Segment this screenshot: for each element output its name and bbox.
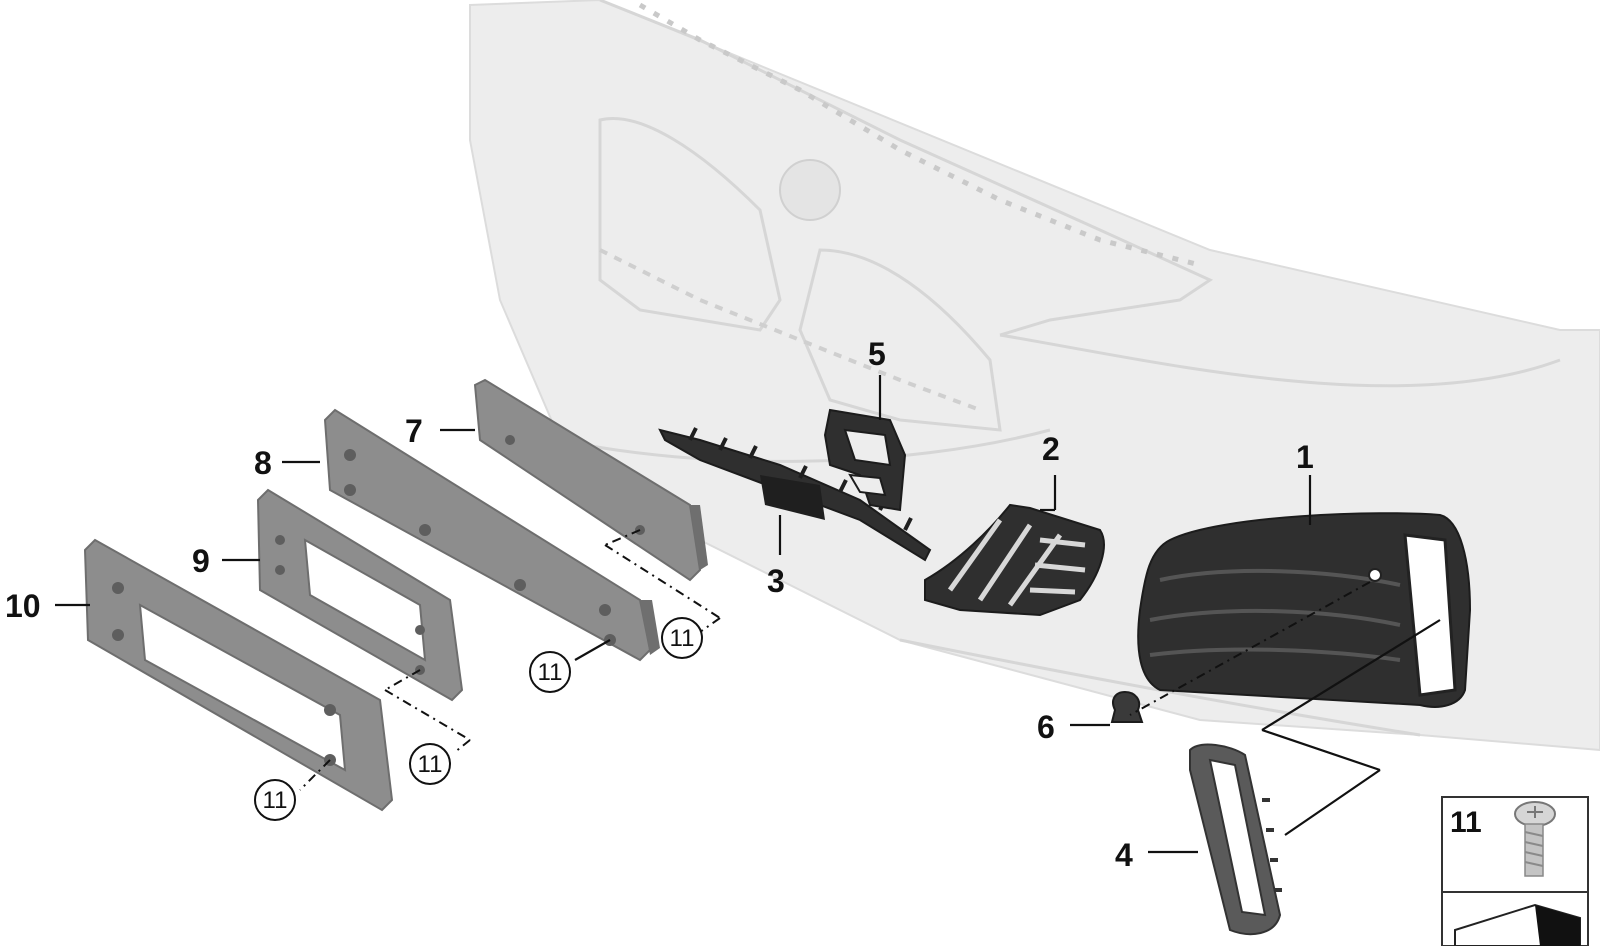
air-inlet-grille-right bbox=[1137, 512, 1472, 708]
callout-labels: 1 2 3 4 5 6 7 8 9 10 bbox=[5, 336, 1314, 873]
screw-icon bbox=[1514, 801, 1556, 877]
fastener-ref-c: 11 bbox=[409, 743, 451, 785]
plate-holder-8 bbox=[323, 408, 660, 662]
grille-insert-left bbox=[924, 503, 1105, 617]
callout-7: 7 bbox=[405, 413, 423, 449]
callout-8: 8 bbox=[254, 445, 272, 481]
fastener-ref-d: 11 bbox=[254, 779, 296, 821]
fastener-ref-a: 11 bbox=[661, 617, 703, 659]
legend-box: 11 bbox=[1441, 796, 1589, 946]
callout-10: 10 bbox=[5, 588, 41, 624]
fastener-ref-b: 11 bbox=[529, 651, 571, 693]
callout-5: 5 bbox=[868, 336, 886, 372]
fastener-ref-c-label: 11 bbox=[418, 751, 443, 778]
plate-frame-10 bbox=[83, 538, 394, 812]
leader-lines bbox=[55, 375, 1441, 854]
mounting-bracket bbox=[823, 408, 907, 512]
plate-frame-9 bbox=[256, 488, 464, 702]
callout-2: 2 bbox=[1042, 431, 1060, 467]
callout-1: 1 bbox=[1296, 439, 1314, 475]
fastener-ref-b-label: 11 bbox=[538, 659, 563, 686]
lower-grille-strip bbox=[658, 427, 932, 562]
callout-9: 9 bbox=[192, 543, 210, 579]
fastener-ref-d-label: 11 bbox=[263, 787, 288, 814]
shim-icon bbox=[1454, 903, 1581, 946]
callout-6: 6 bbox=[1037, 709, 1055, 745]
fastener-ref-a-label: 11 bbox=[670, 625, 695, 652]
legend-item-number: 11 bbox=[1450, 806, 1482, 839]
clip-nut bbox=[1110, 690, 1144, 723]
callout-3: 3 bbox=[767, 563, 785, 599]
callout-4: 4 bbox=[1115, 837, 1133, 873]
inlet-trim-frame bbox=[1189, 743, 1282, 936]
